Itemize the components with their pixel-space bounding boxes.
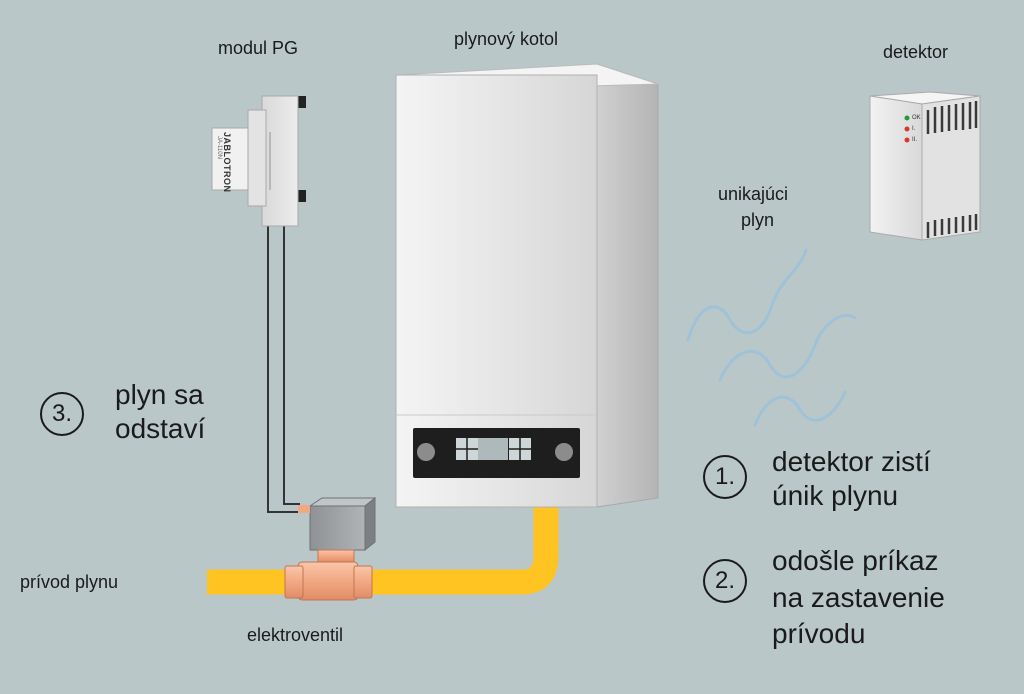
valve-label: elektroventil [247, 625, 344, 645]
boiler-knob-left [417, 443, 435, 461]
step-3-line1: plyn sa [115, 379, 204, 410]
pg-module [211, 95, 306, 227]
step-2-line3: prívodu [772, 618, 866, 649]
detector-label: detektor [883, 42, 949, 62]
module-brand-label: JABLOTRON [222, 132, 232, 193]
detector-led-2 [904, 137, 910, 143]
gas-pipe [207, 505, 559, 595]
control-wires [267, 225, 300, 513]
leak-label-line1: unikajúci [718, 184, 789, 204]
step-3-line2: odstaví [115, 413, 206, 444]
supply-label: prívod plynu [20, 572, 119, 592]
electrovalve [284, 496, 377, 601]
step-2-number: 2. [703, 559, 747, 603]
step-1-line1: detektor zistí [772, 446, 931, 477]
detector-led-1-label: I. [912, 126, 916, 132]
step-2-line1: odošle príkaz [772, 545, 939, 576]
boiler-label: plynový kotol [454, 29, 559, 49]
leak-label-line2: plyn [741, 210, 775, 230]
module-model-label: JA-110N [216, 136, 222, 159]
boiler-display [478, 438, 508, 460]
boiler-knob-right [555, 443, 573, 461]
gas-boiler [395, 63, 659, 508]
gas-leak-waves [686, 248, 857, 427]
step-3-number: 3. [40, 392, 84, 436]
step-1-line2: únik plynu [772, 480, 899, 511]
step-1-number: 1. [703, 455, 747, 499]
detector-led-ok-label: OK [912, 115, 921, 121]
step-2-line2: na zastavenie [772, 582, 945, 613]
detector-led-ok [904, 115, 910, 121]
module-label: modul PG [218, 38, 299, 58]
gas-detector [869, 91, 981, 241]
detector-led-1 [904, 126, 910, 132]
detector-led-2-label: II. [912, 137, 918, 143]
